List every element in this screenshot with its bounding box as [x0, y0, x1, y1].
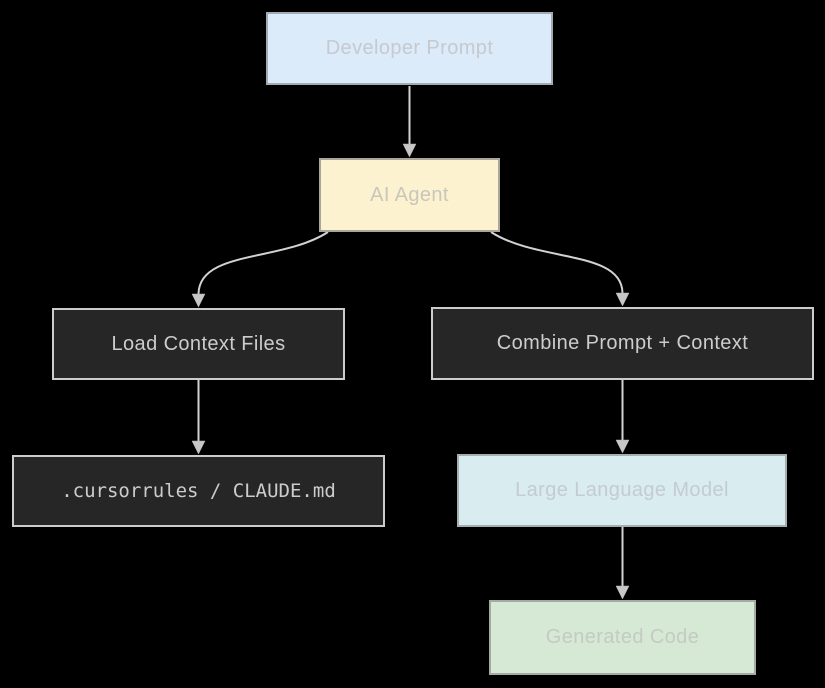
- node-large-language-model: Large Language Model: [457, 454, 787, 527]
- node-combine-prompt-context-label: Combine Prompt + Context: [496, 332, 749, 354]
- node-cursorrules-claude-md: .cursorrules / CLAUDE.md: [12, 455, 385, 527]
- arrowhead-icon: [615, 292, 630, 307]
- node-load-context-files: Load Context Files: [52, 308, 345, 380]
- arrowhead-icon: [402, 143, 417, 158]
- node-ai-agent-label: AI Agent: [370, 183, 449, 206]
- arrowhead-icon: [615, 585, 630, 600]
- node-developer-prompt-label: Developer Prompt: [325, 37, 494, 59]
- arrowhead-icon: [615, 439, 630, 454]
- edge-combine-prompt-context-to-llm: [615, 380, 630, 454]
- arrowhead-icon: [191, 293, 206, 308]
- edge-ai-agent-to-combine-prompt-context: [490, 231, 630, 307]
- node-developer-prompt: Developer Prompt: [266, 12, 553, 85]
- edge-developer-prompt-to-ai-agent: [402, 86, 417, 158]
- edge-ai-agent-to-load-context-files: [191, 231, 329, 308]
- node-load-context-files-label: Load Context Files: [111, 332, 286, 355]
- node-ai-agent: AI Agent: [319, 158, 500, 232]
- arrowhead-icon: [191, 440, 206, 455]
- node-cursorrules-claude-md-label: .cursorrules / CLAUDE.md: [61, 480, 336, 502]
- node-combine-prompt-context: Combine Prompt + Context: [431, 307, 814, 380]
- edge-load-context-files-to-cursorrules: [191, 380, 206, 455]
- edge-llm-to-generated-code: [615, 527, 630, 600]
- node-large-language-model-label: Large Language Model: [515, 479, 729, 501]
- node-generated-code: Generated Code: [489, 600, 756, 675]
- node-generated-code-label: Generated Code: [545, 626, 700, 648]
